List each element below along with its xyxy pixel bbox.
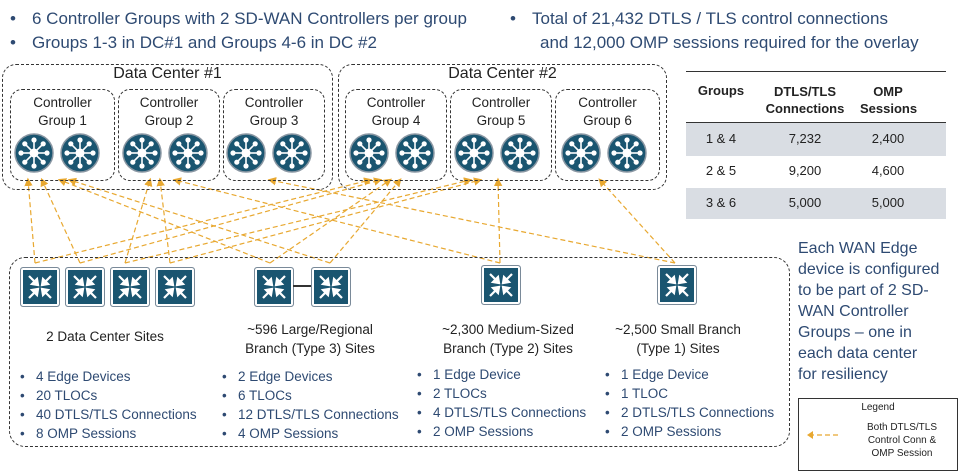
list-item: 1 TLOC	[605, 384, 774, 403]
legend-title: Legend	[861, 402, 895, 413]
controller-hub-icon	[561, 133, 601, 173]
table-cell: 4,600	[871, 163, 905, 178]
table-cell: 5,000	[871, 195, 905, 210]
bullet-total-connections: Total of 21,432 DTLS / TLS control conne…	[510, 9, 888, 29]
table-cell: 1 & 4	[705, 131, 737, 146]
wan-edge-sites-container	[9, 257, 790, 447]
data-center-2-title: Data Center #2	[448, 65, 557, 82]
list-item: 20 TLOCs	[20, 386, 197, 405]
controller-hub-icon	[607, 133, 647, 173]
wan-edge-router-icon	[65, 267, 105, 307]
table-cell: 7,232	[788, 131, 822, 146]
wan-edge-router-icon	[254, 267, 294, 307]
list-item: 12 DTLS/TLS Connections	[222, 405, 399, 424]
list-item: 2 OMP Sessions	[417, 422, 586, 441]
site-list-large: 2 Edge Devices 6 TLOCs 12 DTLS/TLS Conne…	[222, 367, 399, 443]
table-header-rule-bottom	[686, 122, 946, 123]
legend: Legend Both DTLS/TLS Control Conn & OMP …	[798, 398, 958, 471]
list-item: 2 OMP Sessions	[605, 422, 774, 441]
data-center-1-title: Data Center #1	[113, 65, 222, 82]
table-header-groups: Groups	[697, 83, 745, 98]
site-list-medium: 1 Edge Device 2 TLOCs 4 DTLS/TLS Connect…	[417, 365, 586, 441]
wan-edge-router-icon	[155, 267, 195, 307]
wan-edge-router-icon	[110, 267, 150, 307]
table-cell: 5,000	[788, 195, 822, 210]
site-list-small: 1 Edge Device 1 TLOC 2 DTLS/TLS Connecti…	[605, 365, 774, 441]
bullet-omp-sessions: and 12,000 OMP sessions required for the…	[540, 33, 919, 52]
table-cell: 9,200	[788, 163, 822, 178]
list-item: 8 OMP Sessions	[20, 424, 197, 443]
table-header-omp: OMP Sessions	[860, 84, 918, 116]
list-item: 4 Edge Devices	[20, 367, 197, 386]
legend-label: Both DTLS/TLS Control Conn & OMP Session	[866, 422, 938, 459]
site-list-dc: 4 Edge Devices 20 TLOCs 40 DTLS/TLS Conn…	[20, 367, 197, 443]
table-cell: 3 & 6	[705, 195, 737, 210]
data-center-2: Data Center #2	[338, 64, 667, 190]
table-shade-row-3	[686, 188, 946, 219]
wan-edge-router-icon	[311, 267, 351, 307]
edge-note: Each WAN Edge device is configured to be…	[798, 240, 940, 383]
controller-hub-icon	[395, 133, 435, 173]
bullet-controller-groups: 6 Controller Groups with 2 SD-WAN Contro…	[10, 9, 467, 29]
list-item: 2 DTLS/TLS Connections	[605, 403, 774, 422]
site-title-small: ~2,500 Small Branch(Type 1) Sites	[615, 322, 741, 356]
list-item: 4 OMP Sessions	[222, 424, 399, 443]
router-link	[293, 285, 311, 287]
list-item: 1 Edge Device	[605, 365, 774, 384]
table-shade-row-1	[686, 123, 946, 156]
controller-hub-icon	[226, 133, 266, 173]
controller-hub-icon	[500, 133, 540, 173]
list-item: 6 TLOCs	[222, 386, 399, 405]
bullet-group-locations: Groups 1-3 in DC#1 and Groups 4-6 in DC …	[10, 33, 377, 53]
table-cell: 2 & 5	[705, 163, 737, 178]
wan-edge-router-icon	[657, 265, 697, 305]
table-header-rule	[686, 71, 946, 72]
table-cell: 2,400	[871, 131, 905, 146]
controller-hub-icon	[168, 133, 208, 173]
wan-edge-router-icon	[481, 265, 521, 305]
controller-hub-icon	[349, 133, 389, 173]
list-item: 1 Edge Device	[417, 365, 586, 384]
controller-hub-icon	[272, 133, 312, 173]
legend-arrow	[807, 431, 839, 439]
list-item: 2 Edge Devices	[222, 367, 399, 386]
list-item: 2 TLOCs	[417, 384, 586, 403]
controller-hub-icon	[122, 133, 162, 173]
controller-hub-icon	[14, 133, 54, 173]
controller-hub-icon	[60, 133, 100, 173]
controller-hub-icon	[454, 133, 494, 173]
wan-edge-router-icon	[20, 267, 60, 307]
table-header-dtls: DTLS/TLS Connections	[765, 84, 845, 116]
list-item: 4 DTLS/TLS Connections	[417, 403, 586, 422]
list-item: 40 DTLS/TLS Connections	[20, 405, 197, 424]
site-title-dc: 2 Data Center Sites	[46, 329, 164, 344]
data-center-1: Data Center #1	[2, 64, 333, 190]
